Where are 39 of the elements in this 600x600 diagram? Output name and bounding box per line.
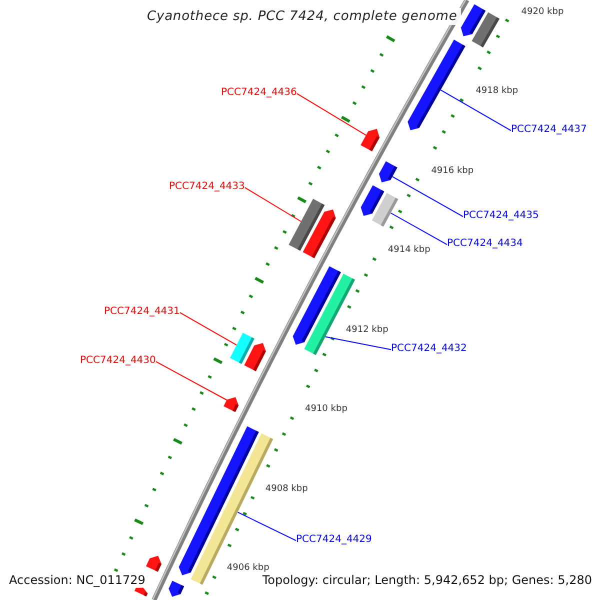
scale-label: 4906 kbp <box>226 563 270 574</box>
scale-label: 4914 kbp <box>388 245 430 256</box>
gene-label: PCC7424_4437 <box>511 124 587 136</box>
scale-label: 4908 kbp <box>265 484 308 494</box>
gene-block <box>244 343 266 372</box>
gene-label: PCC7424_4434 <box>447 238 523 250</box>
leader-line <box>440 89 512 132</box>
gene-label: PCC7424_4433 <box>169 181 245 193</box>
leader-line <box>179 312 238 346</box>
gene-bar <box>472 12 500 48</box>
gene-block <box>302 210 336 258</box>
leader-line <box>237 512 296 542</box>
scale-label: 4912 kbp <box>346 324 388 335</box>
gene-block <box>224 397 239 412</box>
gene-label: PCC7424_4435 <box>463 210 539 222</box>
scale-label: 4910 kbp <box>305 404 348 414</box>
leader-line <box>392 176 464 218</box>
gene-bar <box>372 192 398 227</box>
gene-block <box>408 40 466 130</box>
scale-label: 4920 kbp <box>521 6 564 17</box>
gene-label: PCC7424_4429 <box>296 534 372 546</box>
gene-block <box>168 580 184 597</box>
gene-label: PCC7424_4431 <box>104 306 180 318</box>
gene-block <box>360 128 380 152</box>
leader-line <box>155 361 228 400</box>
genome-summary: Topology: circular; Length: 5,942,652 bp; Genes: 5,280 <box>262 574 592 586</box>
scale-label: 4916 kbp <box>431 166 474 176</box>
gene-block <box>379 161 398 182</box>
leader-line <box>244 187 302 222</box>
gene-label: PCC7424_4430 <box>80 355 156 367</box>
scale-label: 4918 kbp <box>476 86 518 96</box>
accession-label: Accession: NC_011729 <box>9 574 146 586</box>
gene-block <box>134 588 148 596</box>
leader-line <box>296 93 366 136</box>
leader-line <box>324 336 392 350</box>
gene-block <box>146 556 162 572</box>
leader-line <box>390 212 448 246</box>
gene-label: PCC7424_4436 <box>221 87 297 99</box>
gene-label: PCC7424_4432 <box>391 343 467 355</box>
